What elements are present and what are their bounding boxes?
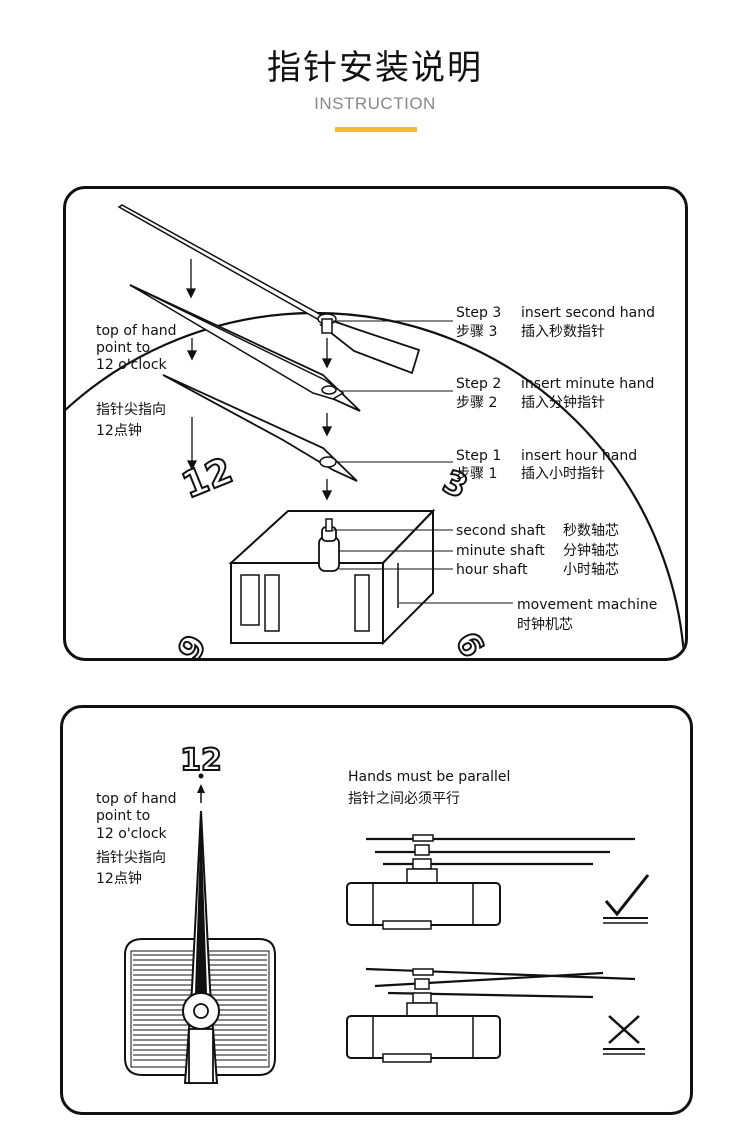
p2-note-en-3: 12 o'clock	[96, 826, 168, 842]
page-title: 指针安装说明	[267, 48, 483, 88]
step2-action-cn: 插入分钟指针	[521, 394, 605, 411]
movement-label-en: movement machine	[517, 597, 657, 613]
p2-note-cn-1: 指针尖指向	[96, 850, 166, 866]
second-hand	[117, 204, 421, 375]
step2-label-cn: 步骤 2	[456, 395, 497, 411]
step3-label-cn: 步骤 3	[456, 324, 497, 340]
hour-shaft-en: hour shaft	[456, 562, 528, 578]
minute-shaft-cn: 分钟轴芯	[563, 542, 619, 559]
accent-bar	[335, 127, 417, 132]
clock-movement	[228, 508, 436, 646]
parallel-hands-panel: 12 top of hand point to 12 o'clock 指针尖指向…	[60, 705, 693, 1115]
cross-mark-icon	[603, 1015, 645, 1055]
page-subtitle: INSTRUCTION	[314, 94, 436, 113]
step3-action-en: insert second hand	[521, 305, 655, 321]
hand-front-view	[182, 810, 220, 1084]
dial-number-6: 6	[448, 625, 492, 658]
leader-lines	[333, 320, 513, 604]
up-arrow	[197, 784, 205, 803]
installation-diagram: 12 3 9 6	[66, 204, 685, 658]
twelve-dot	[198, 773, 204, 779]
step1-label-en: Step 1	[456, 448, 501, 464]
second-shaft-en: second shaft	[456, 523, 546, 539]
movement-label-cn: 时钟机芯	[517, 616, 573, 633]
step2-action-en: insert minute hand	[521, 376, 654, 392]
step3-action-cn: 插入秒数指针	[521, 324, 605, 340]
step1-action-cn: 插入小时指针	[521, 466, 605, 482]
minute-hand	[129, 284, 361, 412]
left-note-cn-2: 12点钟	[96, 422, 142, 439]
correct-side-view	[346, 834, 635, 930]
dial-number-9: 9	[170, 628, 214, 658]
arrows	[185, 259, 333, 501]
parallel-title-en: Hands must be parallel	[348, 769, 510, 785]
minute-shaft-en: minute shaft	[456, 543, 545, 559]
p2-note-cn-2: 12点钟	[96, 870, 142, 887]
p2-note-en-1: top of hand	[96, 791, 177, 807]
check-mark-icon	[603, 874, 650, 924]
twelve-marker: 12	[180, 743, 222, 778]
hour-shaft-cn: 小时轴芯	[563, 562, 619, 578]
step2-label-en: Step 2	[456, 376, 501, 392]
wrong-side-view	[346, 967, 636, 1063]
parallel-diagram: 12 top of hand point to 12 o'clock 指针尖指向…	[96, 742, 650, 1084]
step3-label-en: Step 3	[456, 305, 501, 321]
step1-label-cn: 步骤 1	[456, 466, 497, 482]
hour-hand	[162, 374, 358, 482]
installation-steps-panel: 12 3 9 6	[63, 186, 688, 661]
left-note-en-3: 12 o'clock	[96, 357, 168, 373]
p2-note-en-2: point to	[96, 808, 150, 824]
left-note-cn-1: 指针尖指向	[96, 402, 166, 418]
left-note-en-2: point to	[96, 340, 150, 356]
second-shaft-cn: 秒数轴芯	[563, 523, 619, 539]
step1-action-en: insert hour hand	[521, 448, 637, 464]
left-note-en-1: top of hand	[96, 323, 177, 339]
dial-number-12: 12	[177, 450, 239, 507]
parallel-title-cn: 指针之间必须平行	[348, 791, 460, 807]
